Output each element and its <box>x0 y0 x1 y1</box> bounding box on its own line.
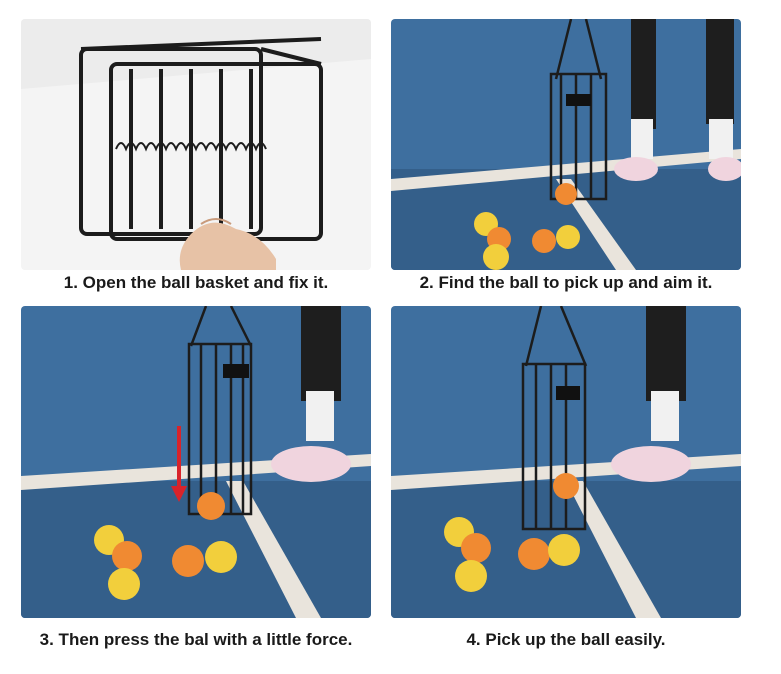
step-3-photo <box>21 306 371 618</box>
step-1-caption: 1. Open the ball basket and fix it. <box>63 273 329 292</box>
step-4-photo <box>391 306 741 618</box>
step-1-photo <box>21 19 371 270</box>
basket-closeup-illustration <box>21 19 371 270</box>
step-2-caption: 2. Find the ball to pick up and aim it. <box>419 273 713 292</box>
aim-ball-illustration <box>391 19 741 270</box>
step-3-caption: 3. Then press the bal with a little forc… <box>39 630 353 649</box>
step-4-caption: 4. Pick up the ball easily. <box>466 630 666 649</box>
press-basket-illustration <box>21 306 371 618</box>
ball-picked-illustration <box>391 306 741 618</box>
step-2-photo <box>391 19 741 270</box>
